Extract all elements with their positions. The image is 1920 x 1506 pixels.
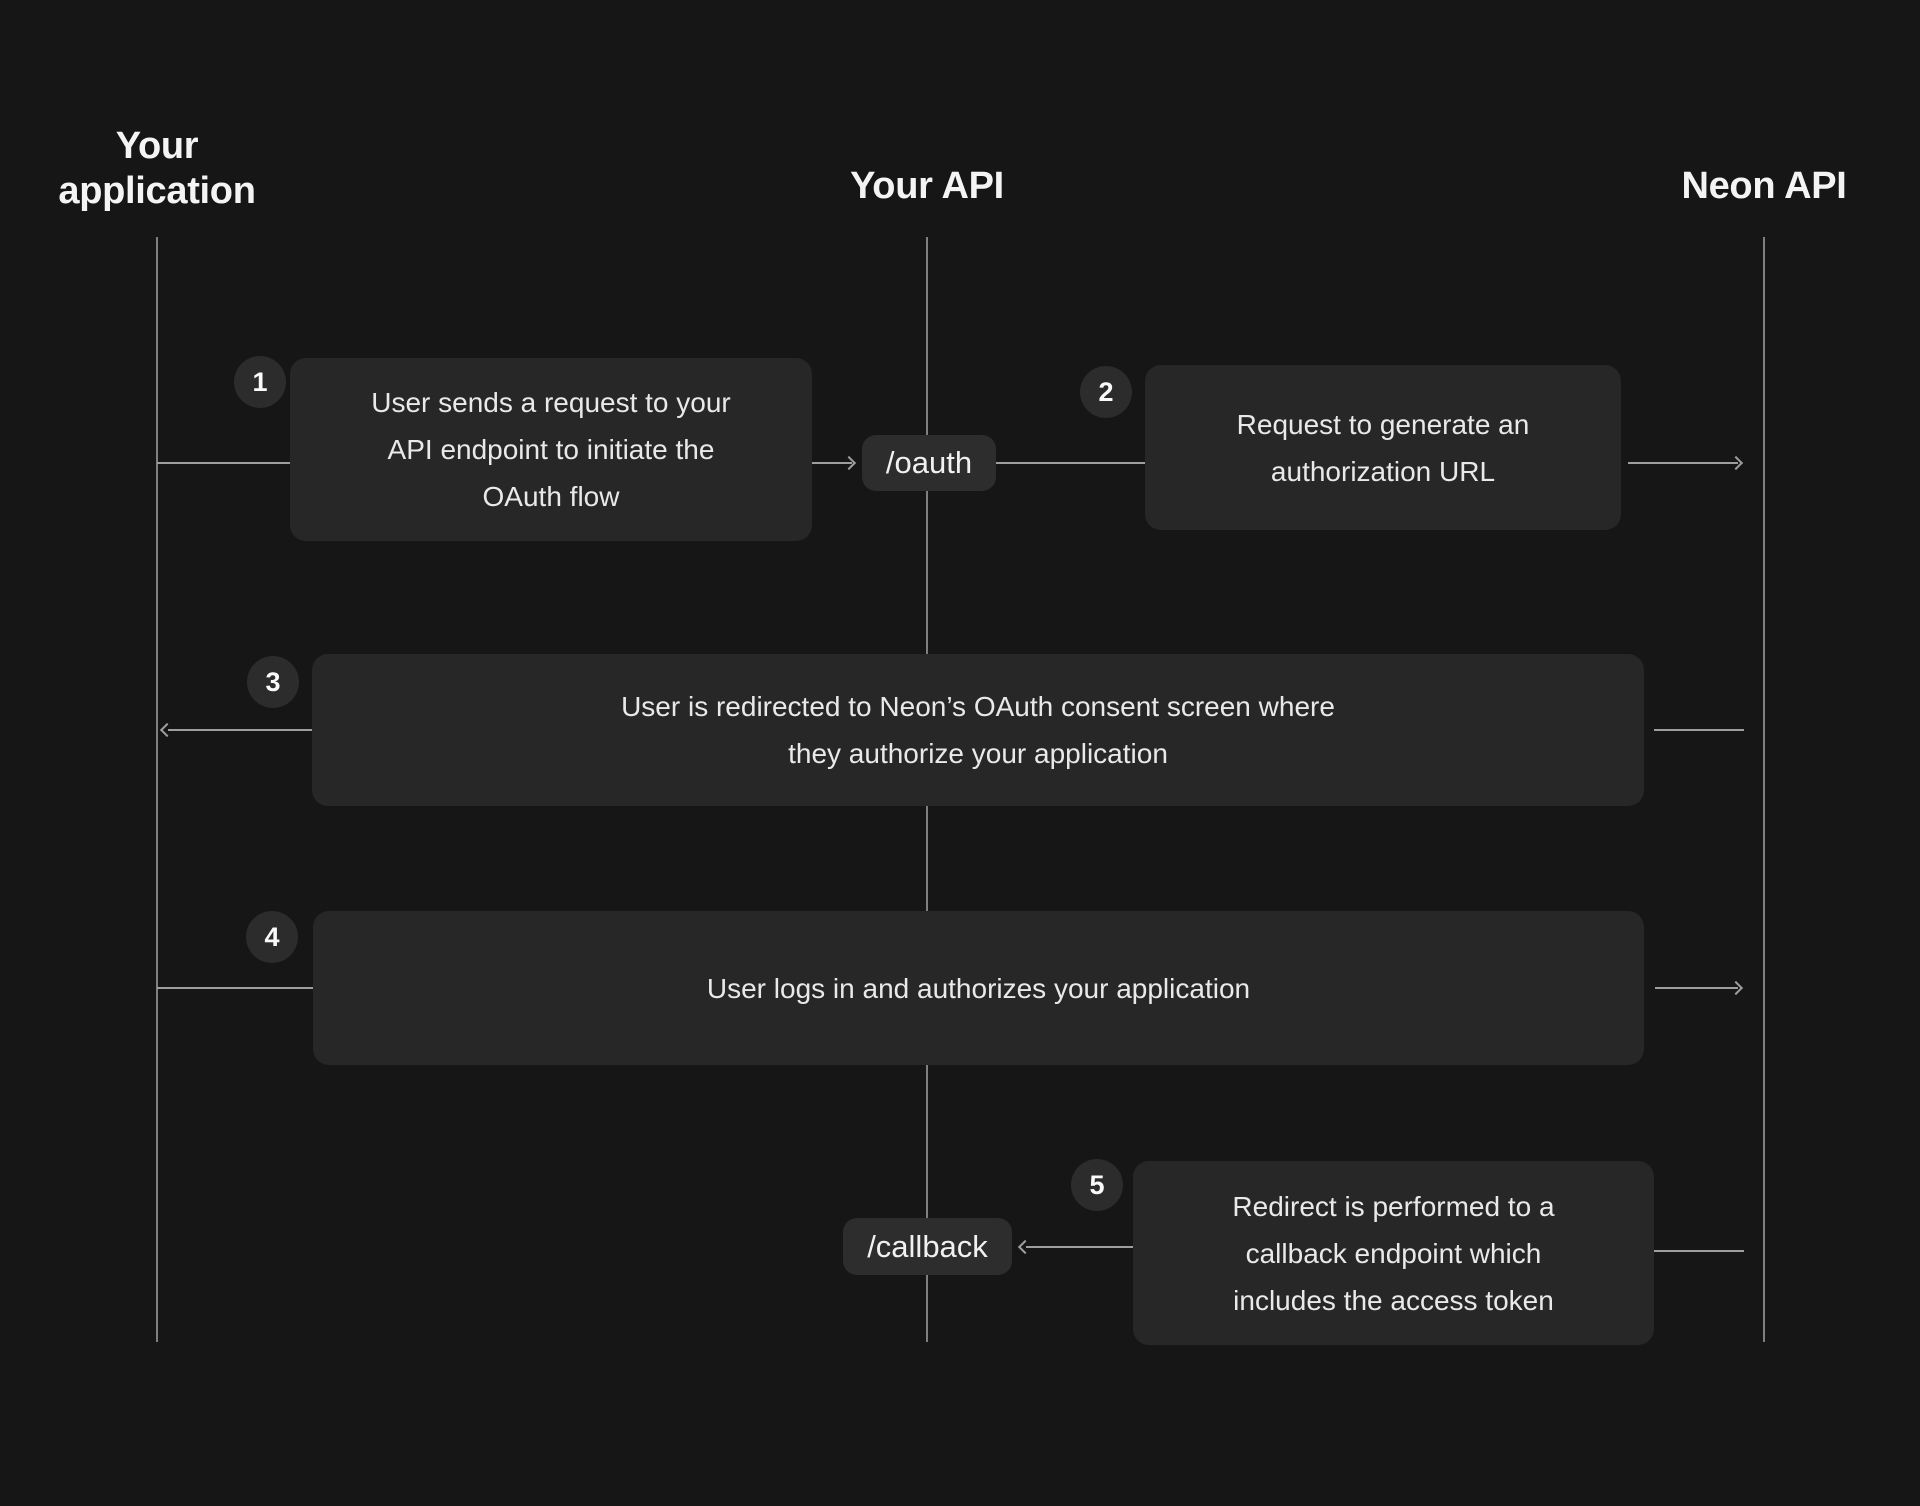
- lifeline-your-application: [156, 237, 158, 1342]
- connector-line: [1026, 1246, 1133, 1248]
- step-3-box: User is redirected to Neon’s OAuth conse…: [312, 654, 1644, 806]
- actor-your-api: Your API: [850, 165, 1004, 207]
- step-2-number: 2: [1098, 376, 1114, 407]
- oauth-endpoint-label: /oauth: [885, 445, 973, 480]
- connector-line: [812, 462, 852, 464]
- arrow-right-icon: [841, 455, 857, 471]
- step-1-number: 1: [252, 366, 268, 397]
- step-2-text: Request to generate an authorization URL: [1236, 408, 1530, 487]
- actor-your-application: Your application: [58, 125, 256, 212]
- arrow-right-icon: [1728, 455, 1744, 471]
- step-5-text: Redirect is performed to a callback endp…: [1232, 1190, 1555, 1316]
- connector-line: [157, 462, 290, 464]
- step-3-number: 3: [265, 666, 281, 697]
- step-4-number: 4: [264, 921, 280, 952]
- lifeline-neon-api: [1763, 237, 1765, 1342]
- step-1-box: User sends a request to your API endpoin…: [290, 358, 812, 541]
- callback-endpoint-label: /callback: [867, 1228, 988, 1264]
- step-4-box: User logs in and authorizes your applica…: [313, 911, 1644, 1065]
- step-5-number: 5: [1089, 1169, 1105, 1200]
- step-3-text: User is redirected to Neon’s OAuth conse…: [621, 691, 1335, 769]
- oauth-endpoint-pill: /oauth: [862, 435, 996, 491]
- step-4-number-badge: 4: [246, 911, 298, 963]
- step-5-number-badge: 5: [1071, 1159, 1123, 1211]
- step-1-number-badge: 1: [234, 356, 286, 408]
- callback-endpoint-pill: /callback: [843, 1218, 1012, 1275]
- connector-line: [1654, 729, 1744, 731]
- connector-line: [1628, 462, 1738, 464]
- connector-line: [1654, 1250, 1744, 1252]
- connector-line: [168, 729, 312, 731]
- step-2-box: Request to generate an authorization URL: [1145, 365, 1621, 530]
- step-4-text: User logs in and authorizes your applica…: [706, 972, 1251, 1004]
- step-5-box: Redirect is performed to a callback endp…: [1133, 1161, 1654, 1345]
- step-2-number-badge: 2: [1080, 366, 1132, 418]
- connector-line: [1655, 987, 1738, 989]
- connector-line: [996, 462, 1145, 464]
- step-3-number-badge: 3: [247, 656, 299, 708]
- step-1-text: User sends a request to your API endpoin…: [371, 387, 731, 512]
- actor-neon-api: Neon API: [1681, 165, 1847, 207]
- arrow-right-icon: [1728, 980, 1744, 996]
- connector-line: [157, 987, 313, 989]
